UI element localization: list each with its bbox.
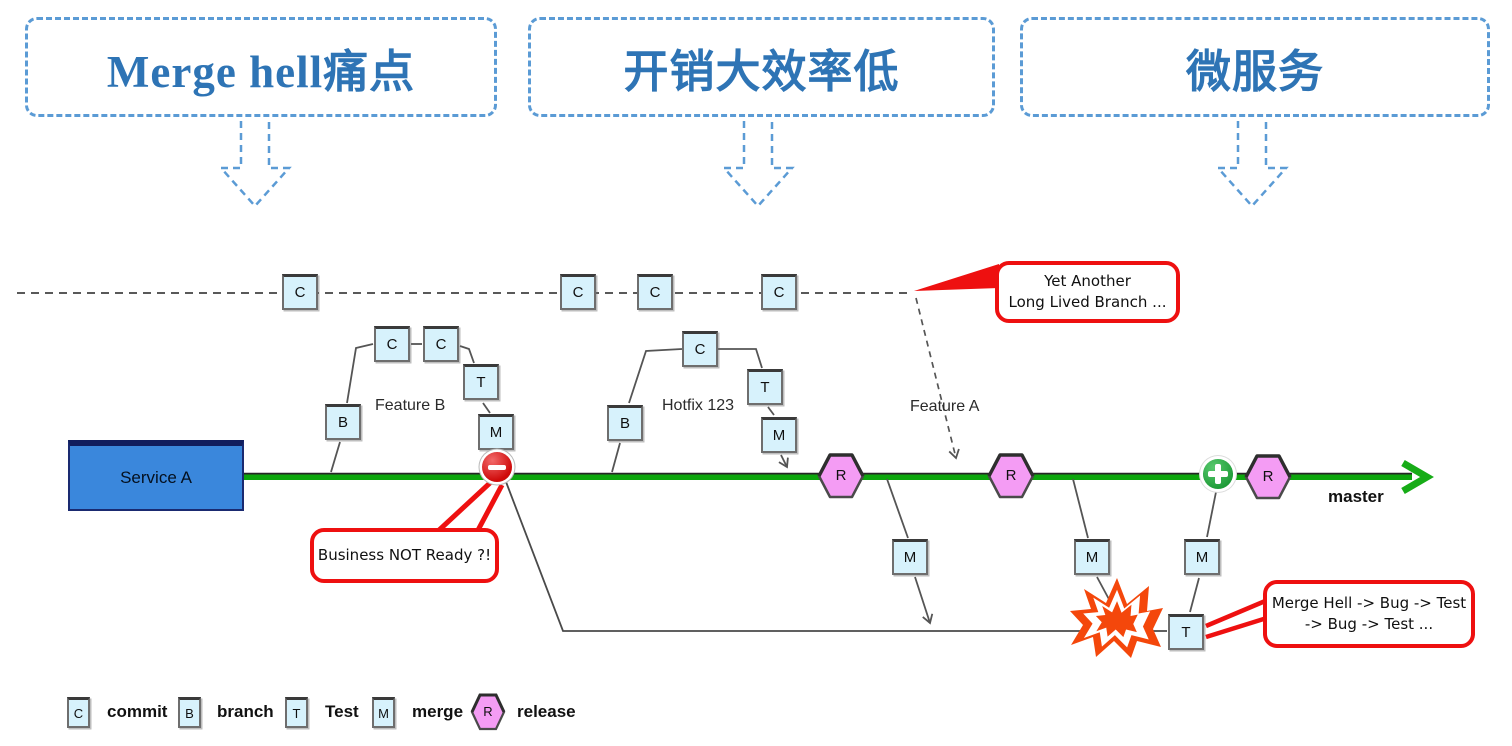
release-letter: R (1005, 467, 1017, 484)
service-a-box: Service A (68, 440, 244, 511)
master-label: master (1328, 487, 1384, 506)
commit-node: C (761, 274, 797, 310)
merge-node: M (478, 414, 514, 450)
long-lived-branch-line (502, 473, 1167, 632)
plus-icon (1203, 459, 1233, 489)
legend-release-label: release (517, 702, 576, 721)
legend-merge-label: merge (412, 702, 464, 721)
speech-bubble-long-lived: Yet Another Long Lived Branch ... (995, 261, 1180, 323)
release-letter: R (1262, 468, 1274, 485)
branch-node: B (607, 405, 643, 441)
commit-node: C (637, 274, 673, 310)
master-arrow-icon (1401, 459, 1434, 495)
callout-merge-hell-pain-label: Merge hell痛点 (106, 46, 416, 97)
commit-node: C (282, 274, 318, 310)
speech-bubble-business: Business NOT Ready ?! (310, 528, 499, 583)
down-arrow-icon (218, 121, 1289, 208)
bubble-line: Business NOT Ready ?! (317, 546, 492, 564)
legend-commit-node: C (67, 697, 90, 728)
commit-node: C (374, 326, 410, 362)
hotfix-label: Hotfix 123 (662, 397, 735, 414)
merge-node: M (892, 539, 928, 575)
commit-node: C (560, 274, 596, 310)
callout-microservices-label: 微服务 (1185, 46, 1324, 97)
bubble-line: Long Lived Branch ... (1008, 293, 1167, 311)
no-entry-icon (482, 452, 512, 482)
feature-a-label: Feature A (910, 398, 980, 415)
legend-test-node: T (285, 697, 308, 728)
legend-test-label: Test (325, 702, 359, 721)
legend-branch-node: B (178, 697, 201, 728)
merge-node: M (1184, 539, 1220, 575)
bubble-line: -> Bug -> Test ... (1304, 615, 1434, 633)
feature-a-arrow (915, 297, 960, 460)
release-hexagons (817, 453, 1292, 500)
branch-node: B (325, 404, 361, 440)
explosion-icon (1070, 578, 1163, 658)
commit-node: C (423, 326, 459, 362)
callout-microservices: 微服务 (1020, 17, 1490, 117)
callout-tails (435, 264, 1271, 640)
feature-b-label: Feature B (375, 397, 446, 414)
bubble-line: Merge Hell -> Bug -> Test (1271, 594, 1467, 612)
speech-bubble-merge-hell: Merge Hell -> Bug -> Test -> Bug -> Test… (1263, 580, 1475, 648)
legend-release-hexagon (470, 693, 506, 731)
callout-merge-hell-pain: Merge hell痛点 (25, 17, 497, 117)
legend-merge-node: M (372, 697, 395, 728)
service-a-label: Service A (120, 467, 192, 487)
release-letter: R (835, 467, 847, 484)
bubble-line: Yet Another (1044, 272, 1131, 290)
test-node: T (747, 369, 783, 405)
legend-commit-label: commit (107, 702, 168, 721)
test-node: T (1168, 614, 1204, 650)
callout-overhead-inefficiency: 开销大效率低 (528, 17, 995, 117)
hotfix-connectors (611, 348, 789, 473)
legend-branch-label: branch (217, 702, 274, 721)
merge-node: M (1074, 539, 1110, 575)
legend-release-letter: R (483, 704, 493, 719)
test-node: T (463, 364, 499, 400)
callout-overhead-label: 开销大效率低 (623, 46, 900, 97)
merge-node: M (761, 417, 797, 453)
commit-node: C (682, 331, 718, 367)
merge-connectors (886, 478, 1217, 625)
